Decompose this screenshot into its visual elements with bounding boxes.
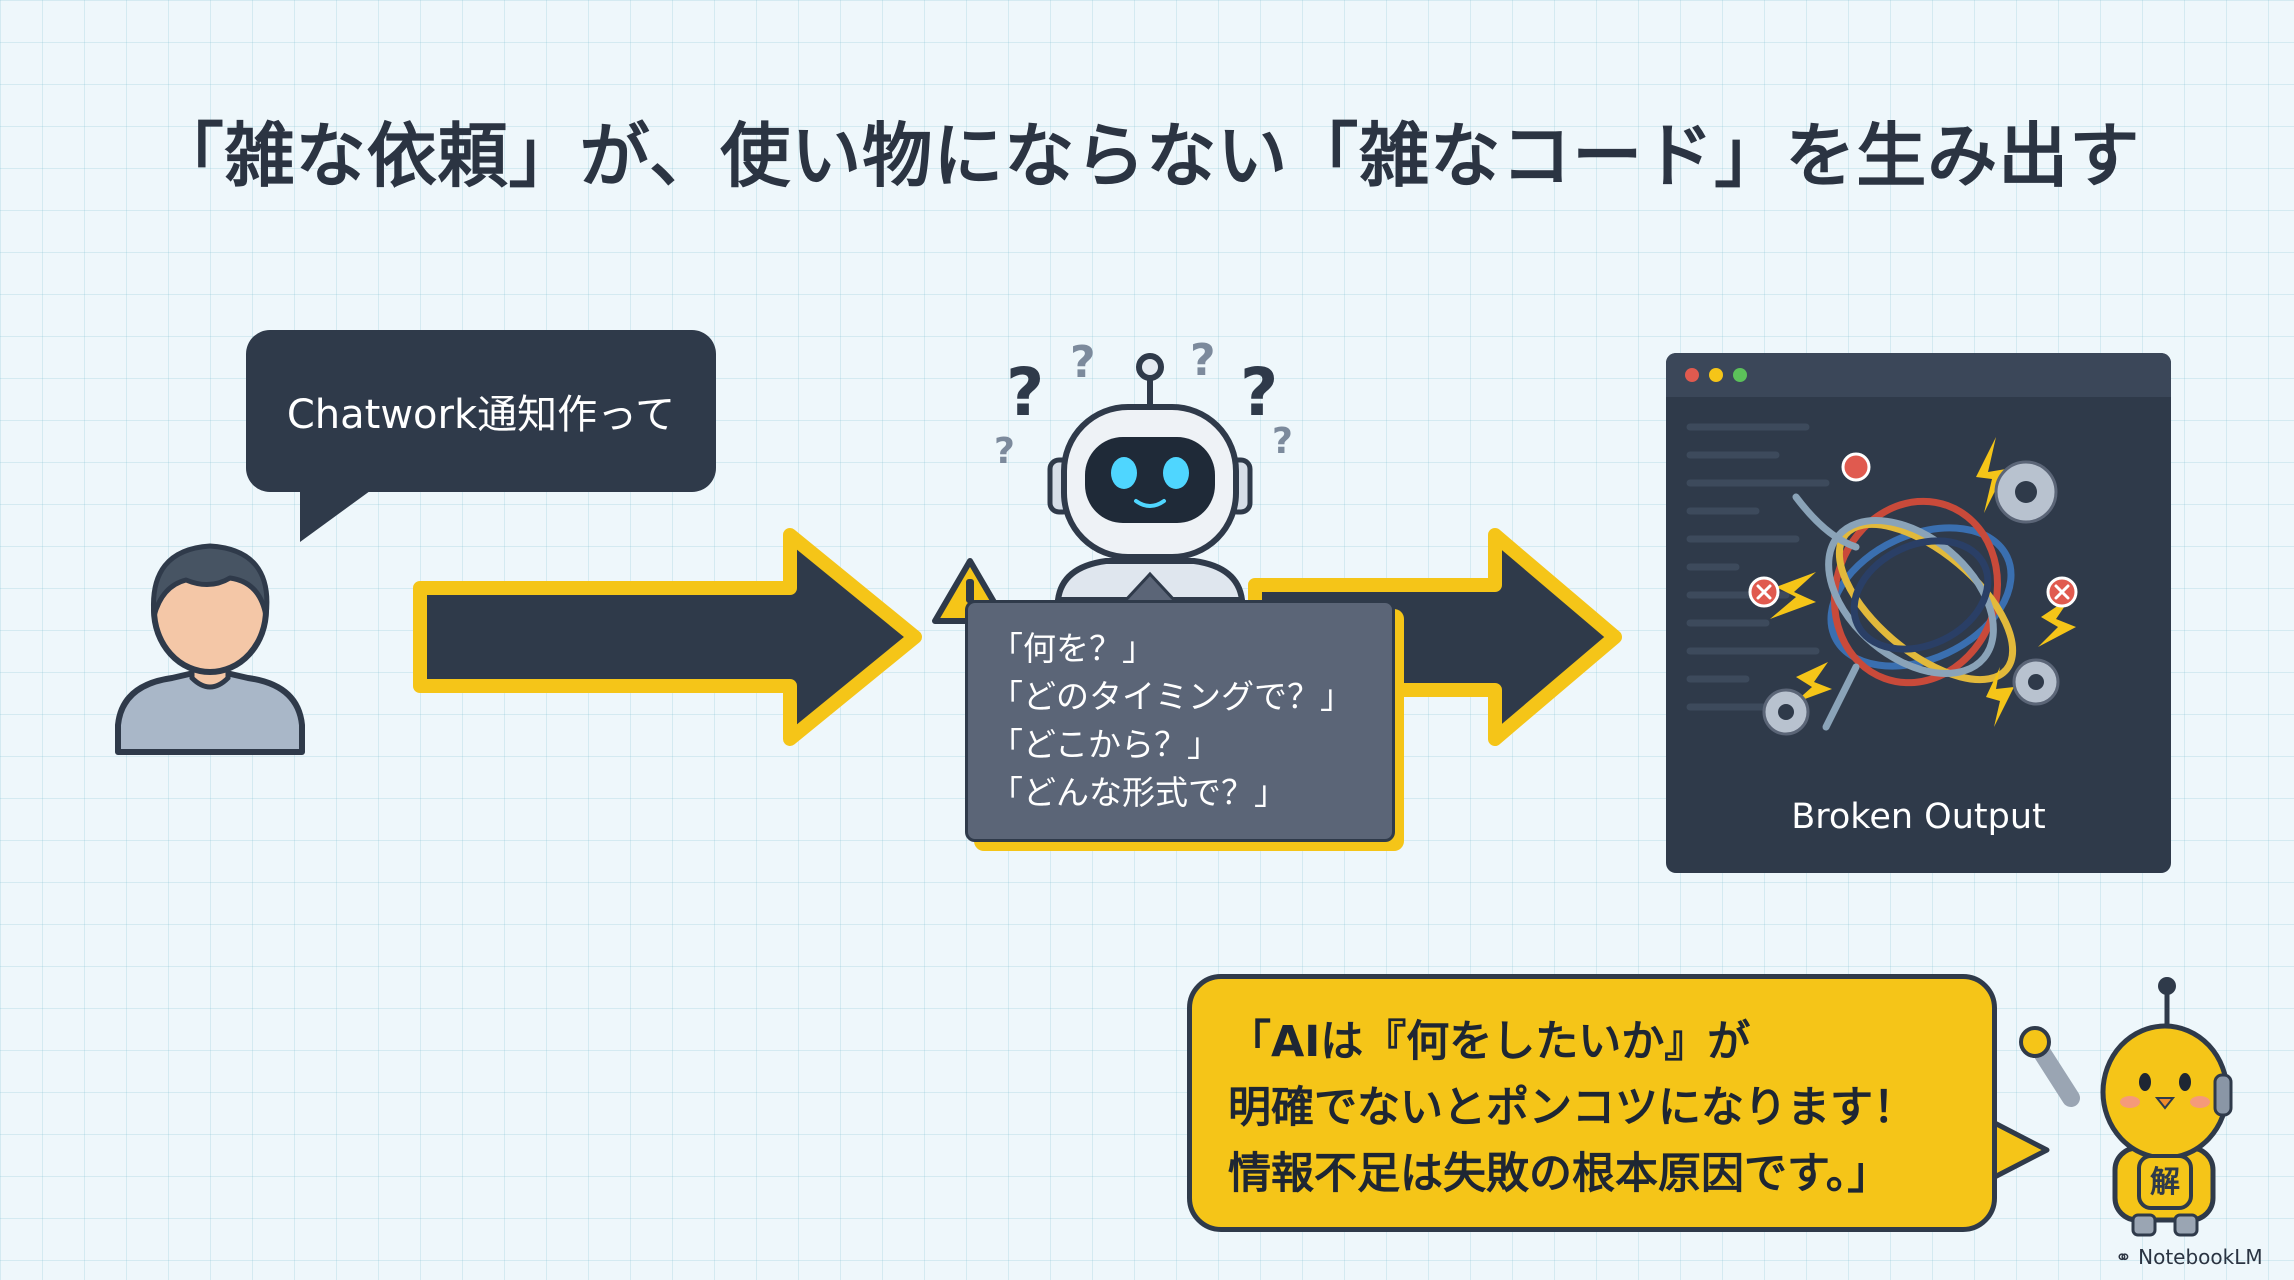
user-icon — [115, 543, 305, 755]
svg-text:?: ? — [994, 431, 1015, 472]
svg-text:?: ? — [1006, 354, 1044, 431]
ai-question-1: 「何を？」 — [990, 629, 1155, 668]
ai-questions-box: 「何を？」 「どのタイミングで？」 「どこから？」 「どんな形式で？」 — [965, 600, 1395, 842]
mascot-robot-icon: 解 — [2019, 977, 2233, 1237]
question-box-tail — [1120, 571, 1180, 604]
broken-output-label: Broken Output — [1791, 797, 2046, 837]
quote-line-1: 「AIは『何をしたいか』が — [1228, 1017, 1751, 1067]
page-title: 「雑な依頼」が、使い物にならない「雑なコード」を生み出す — [153, 115, 2141, 197]
quote-line-3: 情報不足は失敗の根本原因です。」 — [1228, 1149, 1891, 1199]
ai-question-2: 「どのタイミングで？」 — [990, 677, 1353, 716]
ai-question-4: 「どんな形式で？」 — [990, 773, 1287, 812]
svg-text:?: ? — [1240, 354, 1278, 431]
brand-watermark: ⚭ NotebookLM — [2115, 1245, 2263, 1269]
user-bubble-tail — [300, 480, 385, 542]
robot-icon: ? ? ? ? ? ? — [994, 335, 1293, 603]
tangled-cables-icon — [1686, 423, 2078, 736]
quote-line-2: 明確でないとポンコツになります！ — [1228, 1083, 1916, 1133]
code-window: Broken Output — [1666, 353, 2171, 873]
svg-text:?: ? — [1272, 421, 1293, 462]
ai-question-3: 「どこから？」 — [990, 725, 1221, 764]
window-controls-icon — [1685, 368, 1747, 382]
svg-text:?: ? — [1070, 337, 1096, 388]
arrow-user-to-ai — [413, 528, 922, 746]
mascot-badge-text: 解 — [2150, 1165, 2180, 1200]
brand-logo-icon: ⚭ — [2115, 1245, 2132, 1269]
user-request-bubble: Chatwork通知作って — [246, 330, 716, 492]
quote-bubble: 「AIは『何をしたいか』が 明確でないとポンコツになります！ 情報不足は失敗の根… — [1187, 974, 1997, 1232]
brand-name: NotebookLM — [2138, 1245, 2263, 1269]
question-marks-icon: ? ? ? ? ? ? — [994, 335, 1293, 472]
user-request-text: Chatwork通知作って — [286, 392, 676, 438]
svg-text:?: ? — [1190, 335, 1216, 386]
window-titlebar — [1666, 353, 2171, 397]
